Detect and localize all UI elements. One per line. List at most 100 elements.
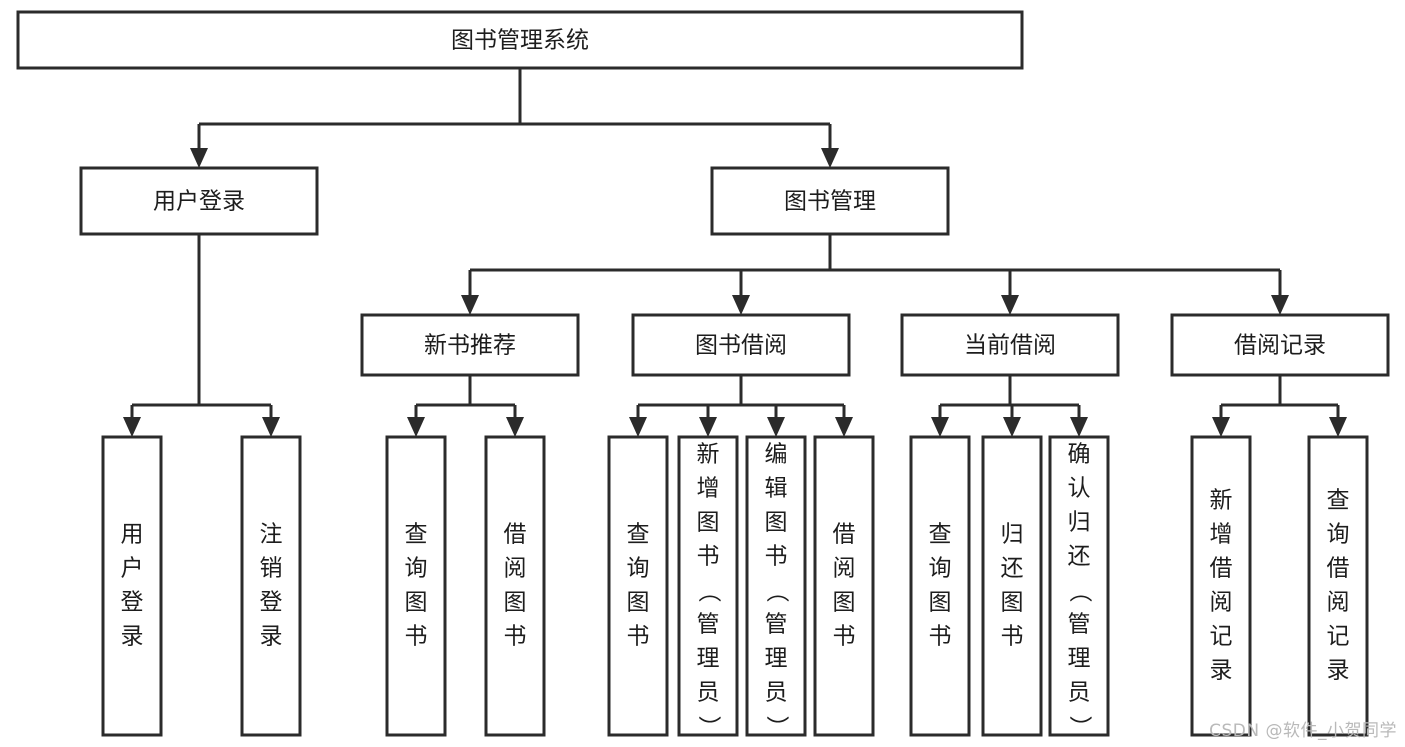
node-label: 新书推荐 — [424, 333, 516, 359]
node-box[interactable] — [710, 166, 950, 236]
node-label-char: 图 — [1001, 590, 1024, 616]
node-box[interactable] — [16, 10, 1024, 70]
node-label-char: 理 — [1068, 646, 1091, 672]
node-label: 用户登录 — [121, 522, 144, 650]
node-label-char: 登 — [121, 590, 144, 616]
node-box[interactable] — [484, 435, 546, 737]
node-label-char: 认 — [1068, 476, 1091, 502]
node-label-char: 查 — [627, 522, 650, 548]
node-box[interactable] — [1190, 435, 1252, 737]
node-book-borrow[interactable]: 图书借阅 — [631, 313, 851, 377]
node-box[interactable] — [1307, 435, 1369, 737]
node-borrow-record[interactable]: 借阅记录 — [1170, 313, 1390, 377]
node-label-char: 新 — [1210, 488, 1233, 514]
node-box[interactable] — [360, 313, 580, 377]
node-label-char: ） — [764, 716, 790, 739]
node-label-char: （ — [1067, 580, 1093, 603]
node-label-char: 图 — [765, 510, 788, 536]
node-box[interactable] — [385, 435, 447, 737]
node-label-char: 管 — [1068, 612, 1091, 638]
arrow-head-icon — [629, 417, 647, 437]
node-box[interactable] — [745, 435, 807, 737]
connector-group — [461, 234, 1289, 315]
node-label-char: 查 — [405, 522, 428, 548]
arrow-head-icon — [1212, 417, 1230, 437]
node-label-char: ） — [696, 716, 722, 739]
node-label-char: 书 — [697, 544, 720, 570]
node-label-char: 书 — [929, 624, 952, 650]
node-label-char: 借 — [1210, 556, 1233, 582]
node-box[interactable] — [79, 166, 319, 236]
node-label-char: 书 — [765, 544, 788, 570]
node-leaf-user-login[interactable]: 用户登录 — [101, 435, 163, 737]
node-current-borrow[interactable]: 当前借阅 — [900, 313, 1120, 377]
node-box[interactable] — [900, 313, 1120, 377]
node-label-char: 员 — [697, 680, 720, 706]
node-label-char: 归 — [1068, 510, 1091, 536]
node-label-char: 书 — [833, 624, 856, 650]
node-label-char: 借 — [833, 522, 856, 548]
arrow-head-icon — [732, 295, 750, 315]
node-layer: 图书管理系统用户登录图书管理新书推荐图书借阅当前借阅借阅记录用户登录注销登录查询… — [16, 10, 1390, 739]
arrow-head-icon — [1271, 295, 1289, 315]
node-label-char: 书 — [1001, 624, 1024, 650]
node-label: 图书管理系统 — [451, 28, 589, 54]
node-label-char: 增 — [697, 476, 720, 502]
node-root[interactable]: 图书管理系统 — [16, 10, 1024, 70]
node-label-char: 辑 — [765, 476, 788, 502]
node-box[interactable] — [240, 435, 302, 737]
node-box[interactable] — [813, 435, 875, 737]
node-box[interactable] — [909, 435, 971, 737]
arrow-head-icon — [461, 295, 479, 315]
node-label-char: 记 — [1210, 624, 1233, 650]
node-label-char: 借 — [504, 522, 527, 548]
node-box[interactable] — [1170, 313, 1390, 377]
arrow-head-icon — [123, 417, 141, 437]
node-label-char: 图 — [929, 590, 952, 616]
node-label-char: 阅 — [833, 556, 856, 582]
node-label-char: 图 — [627, 590, 650, 616]
node-label-char: 询 — [405, 556, 428, 582]
connector-group — [1212, 375, 1347, 437]
node-label: 图书借阅 — [695, 333, 787, 359]
node-label-char: 录 — [260, 624, 283, 650]
node-box[interactable] — [1048, 435, 1110, 737]
node-box[interactable] — [981, 435, 1043, 737]
node-label: 图书管理 — [784, 189, 876, 215]
node-label-char: 图 — [504, 590, 527, 616]
node-box[interactable] — [677, 435, 739, 737]
node-user-login[interactable]: 用户登录 — [79, 166, 319, 236]
node-label-char: 管 — [765, 612, 788, 638]
node-new-book-recommend[interactable]: 新书推荐 — [360, 313, 580, 377]
node-box[interactable] — [101, 435, 163, 737]
node-label-char: 录 — [121, 624, 144, 650]
node-label-char: 录 — [1210, 658, 1233, 684]
arrow-head-icon — [1003, 417, 1021, 437]
node-label-char: 还 — [1001, 556, 1024, 582]
node-label-char: 归 — [1001, 522, 1024, 548]
node-label-char: 员 — [1068, 680, 1091, 706]
node-label-char: 书 — [504, 624, 527, 650]
node-box[interactable] — [607, 435, 669, 737]
node-box[interactable] — [631, 313, 851, 377]
node-book-manage[interactable]: 图书管理 — [710, 166, 950, 236]
